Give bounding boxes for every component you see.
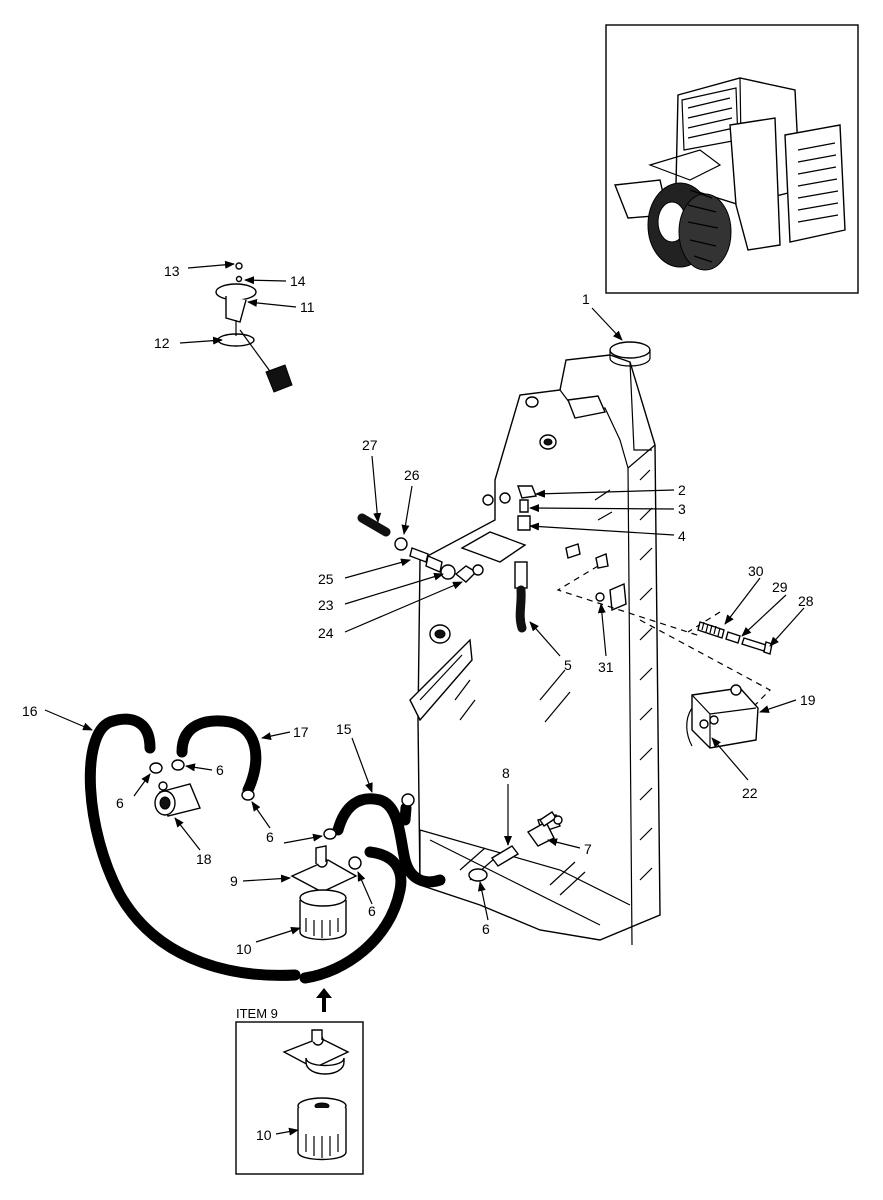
callout-8: 8 (502, 765, 510, 781)
callout-12: 12 (154, 335, 170, 351)
callout-16: 16 (22, 703, 38, 719)
callout-10: 10 (256, 1127, 272, 1143)
fuel-filter-assembly (290, 845, 358, 941)
callout-26: 26 (404, 467, 420, 483)
item-9-detail-inset (235, 1021, 364, 1175)
tank-plugs (565, 543, 627, 612)
shutoff-valve-7-8 (468, 811, 563, 882)
hose-16 (84, 713, 301, 981)
callout-6: 6 (216, 762, 224, 778)
callout-23: 23 (318, 597, 334, 613)
callout-14: 14 (290, 273, 306, 289)
callout-19: 19 (800, 692, 816, 708)
callout-9: 9 (230, 873, 238, 889)
hose-17 (176, 715, 262, 796)
hose-5 (514, 561, 528, 633)
hose-15-upper (399, 802, 412, 826)
hose-clamps (149, 759, 362, 870)
primer-pump-18 (154, 781, 201, 817)
detail-arrow (316, 988, 332, 1012)
callout-25: 25 (318, 571, 334, 587)
callout-6: 6 (482, 921, 490, 937)
callout-7: 7 (584, 841, 592, 857)
callout-6: 6 (266, 829, 274, 845)
callout-22: 22 (742, 785, 758, 801)
callout-10: 10 (236, 941, 252, 957)
leader-lines (44, 260, 805, 1136)
callout-30: 30 (748, 563, 764, 579)
hose-16-lower (299, 846, 407, 984)
item-9-inset-title: ITEM 9 (236, 1006, 278, 1021)
callout-3: 3 (678, 501, 686, 517)
callout-15: 15 (336, 721, 352, 737)
callout-29: 29 (772, 579, 788, 595)
fuel-pump-19 (686, 684, 759, 749)
fittings-23-27 (357, 513, 484, 583)
callout-27: 27 (362, 437, 378, 453)
callout-18: 18 (196, 851, 212, 867)
callout-31: 31 (598, 659, 614, 675)
callout-1: 1 (582, 291, 590, 307)
fuel-tank (409, 354, 661, 946)
hose-15 (332, 793, 446, 888)
callout-11: 11 (300, 299, 315, 315)
callout-labels: 1 2 3 4 5 6 6 6 6 6 6 7 8 9 10 10 11 12 … (22, 263, 816, 1143)
callout-13: 13 (164, 263, 180, 279)
callout-24: 24 (318, 625, 334, 641)
callout-6: 6 (368, 903, 376, 919)
callout-4: 4 (678, 528, 686, 544)
skid-steer-loader-illustration (614, 77, 846, 271)
fuel-hoses (84, 713, 446, 984)
callout-17: 17 (293, 724, 309, 740)
callout-2: 2 (678, 482, 686, 498)
machine-locator-inset (605, 24, 859, 294)
callout-28: 28 (798, 593, 814, 609)
fuel-cap (609, 341, 651, 367)
callout-5: 5 (564, 657, 572, 673)
fuel-level-sending-unit (215, 262, 293, 393)
dashed-assembly-lines (556, 565, 771, 711)
bolt-assembly-28-30 (697, 621, 773, 655)
callout-6: 6 (116, 795, 124, 811)
